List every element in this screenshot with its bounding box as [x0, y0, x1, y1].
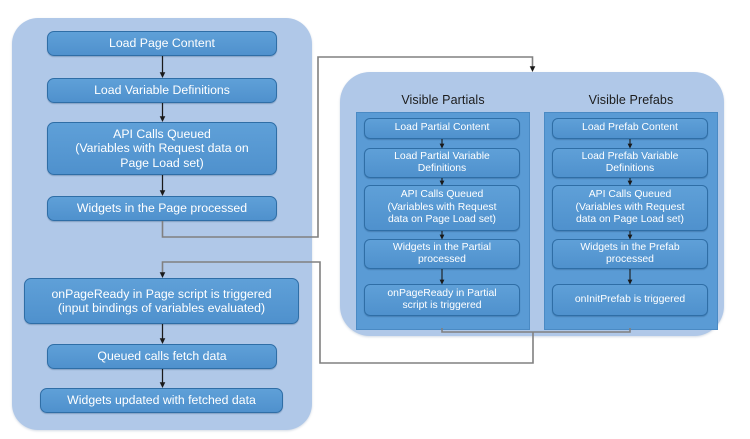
- node-load-partial-content[interactable]: Load Partial Content: [364, 118, 520, 139]
- node-queued-calls-fetch-data[interactable]: Queued calls fetch data: [47, 344, 277, 369]
- node-load-variable-definitions[interactable]: Load Variable Definitions: [47, 78, 277, 103]
- node-api-calls-queued-page[interactable]: API Calls Queued(Variables with Request …: [47, 122, 277, 175]
- node-oninitprefab[interactable]: onInitPrefab is triggered: [552, 284, 708, 316]
- node-widgets-updated-fetched-data[interactable]: Widgets updated with fetched data: [40, 388, 283, 413]
- node-load-page-content[interactable]: Load Page Content: [47, 31, 277, 56]
- visible-partials-title: Visible Partials: [401, 93, 485, 107]
- visible-prefabs-title: Visible Prefabs: [588, 93, 674, 107]
- node-load-prefab-content[interactable]: Load Prefab Content: [552, 118, 708, 139]
- node-widgets-in-page-processed[interactable]: Widgets in the Page processed: [47, 196, 277, 221]
- node-onpageready-page[interactable]: onPageReady in Page script is triggered(…: [24, 278, 299, 324]
